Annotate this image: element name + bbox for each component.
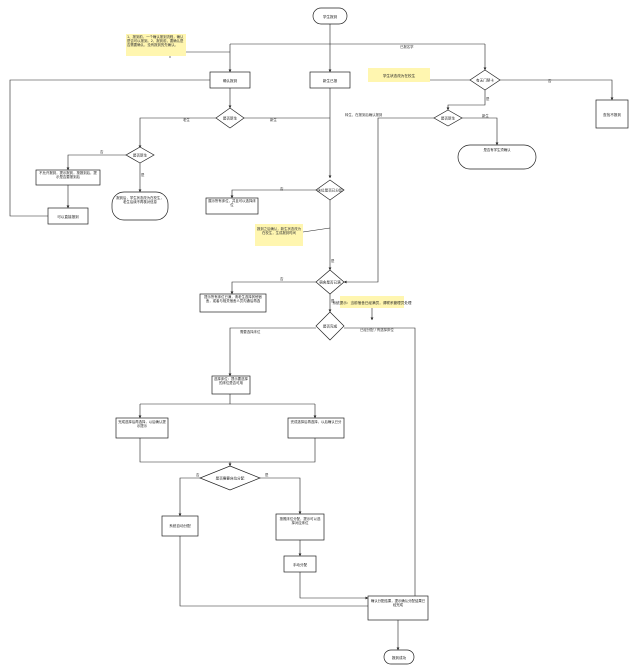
option-a-box: 完成选择后再选择，以后确认提示提示 [115, 417, 169, 439]
label-dept-no: 否 [100, 150, 104, 154]
status-rounded-box: 报到后，学生状态改为在校生，老生后续不再核对信息 [111, 191, 169, 221]
svg-text:是否新生: 是否新生 [223, 116, 238, 121]
svg-text:有无门禁卡: 有无门禁卡 [476, 78, 494, 83]
label-card-no: 否 [548, 79, 552, 83]
svg-text:是否完成: 是否完成 [323, 324, 338, 329]
svg-text:是否新生: 是否新生 [441, 116, 456, 121]
no-card-box: 查找不报到 [595, 99, 629, 129]
is-new-diamond: 是否新生 [215, 107, 245, 129]
label-dept-yes: 是 [141, 172, 145, 177]
svg-text:新生已报: 新生已报 [323, 78, 338, 83]
svg-text:查找不报到: 查找不报到 [603, 112, 621, 117]
mark-report-box: 可以直接报到 [47, 207, 89, 225]
label-new: 新生 [270, 117, 277, 122]
room-tip-box: 提示所有床位已满，请老生选择其他宿舍，或者与相关宿舍人员沟通后再选 [199, 293, 267, 313]
svg-text:手动分配: 手动分配 [293, 562, 308, 567]
svg-text:是否需要床位分配: 是否需要床位分配 [216, 476, 245, 481]
not-allowed-box: 不允许报到，提示报到，按报到后，提示是否要报到后 [35, 169, 101, 186]
auto-assign-box: 系统自动分配 [161, 515, 199, 537]
new-bed-box: 新生已报 [309, 71, 351, 89]
top-note: 1、报到前，一个确认报到流程，确认是否可以报到。2、报到前，要确认是否需要确认，… [126, 34, 186, 56]
label-transfer: 转生、在报到后确认报到 [345, 112, 383, 117]
svg-text:系统自动分配: 系统自动分配 [169, 523, 191, 528]
reg-confirm-diamond: 是否新生 [433, 109, 463, 127]
end-node: 报到成功 [383, 649, 415, 665]
svg-text:学生状态改为在校生: 学生状态改为在校生 [383, 73, 416, 78]
room-note: 系统提示：当前宿舍已经满员，请联系管理员处理 [332, 296, 412, 308]
nodes: 学生报到 确认报到 新生已报 有无门禁卡 查找不报到 是否新生 [35, 7, 629, 665]
room-check-diamond: 宿舍是否已满 [315, 269, 345, 295]
dept-result-box: 是否有学生须确认 [457, 144, 537, 170]
svg-text:是否新生: 是否新生 [133, 153, 148, 158]
manual-select-box: 按照床位分配，提示可以选择对应床位 [275, 513, 325, 541]
svg-text:宿舍是否已满: 宿舍是否已满 [319, 280, 341, 285]
svg-text:学生报到: 学生报到 [323, 14, 338, 19]
show-bed-box: 展示所有床位，并且可以选择床位 [205, 197, 259, 215]
side-note: 学生状态改为在校生 [368, 68, 430, 82]
label-card-yes: 是 [486, 96, 490, 101]
svg-text:床位是否已分配: 床位是否已分配 [317, 188, 343, 193]
notes: 1、报到前，一个确认报到流程，确认是否可以报到。2、报到前，要确认是否需要确认，… [126, 34, 430, 308]
option-b-box: 完成选择后再选择，以后确认已分 [287, 417, 345, 439]
bed-note: 报到之后确认，新生状态改为在校生，生成报到时间 [255, 224, 303, 246]
svg-text:确认报到: 确认报到 [223, 78, 238, 83]
confirm-report-box: 确认报到 [209, 71, 251, 89]
is-done-diamond: 是否完成 [315, 311, 345, 341]
label-select-yes: 是 [265, 472, 269, 477]
label-bed-yes: 是 [331, 258, 335, 263]
label-need-choose: 需要选择床位 [240, 329, 261, 334]
bed-select-diamond: 是否需要床位分配 [199, 465, 261, 491]
label-reg-new: 新生 [482, 113, 489, 118]
bed-check-diamond: 床位是否已分配 [315, 179, 345, 201]
label-reported: 已报名学 [400, 44, 414, 49]
label-select-no: 否 [196, 473, 200, 477]
card-check-diamond: 有无门禁卡 [469, 69, 501, 91]
svg-text:系统提示：当前宿舍已经满员，请联系管理员处理: 系统提示：当前宿舍已经满员，请联系管理员处理 [332, 300, 411, 305]
label-room-no: 否 [280, 277, 284, 281]
choose-bed-box: 选择床位：提示要选择的床位是否可用 [211, 375, 251, 395]
label-bed-no: 否 [280, 187, 284, 191]
edge-labels: 已报名学 老生 新生 否 是 否 是 否 是 新生 转生、在报到后确认报到 否 … [100, 44, 552, 477]
label-already: 已经分配 / 有选择床位 [360, 327, 394, 332]
start-node: 学生报到 [312, 7, 348, 25]
confirm-result-box: 确认分配结果，提示确认分配结果已经完成 [367, 595, 429, 621]
label-not-new: 老生 [183, 117, 190, 122]
svg-text:可以直接报到: 可以直接报到 [57, 214, 79, 219]
label-room-yes: 是 [331, 298, 335, 303]
dept-check-diamond: 是否新生 [125, 146, 155, 164]
manual-assign-box: 手动分配 [283, 555, 317, 573]
svg-text:报到成功: 报到成功 [392, 655, 407, 660]
